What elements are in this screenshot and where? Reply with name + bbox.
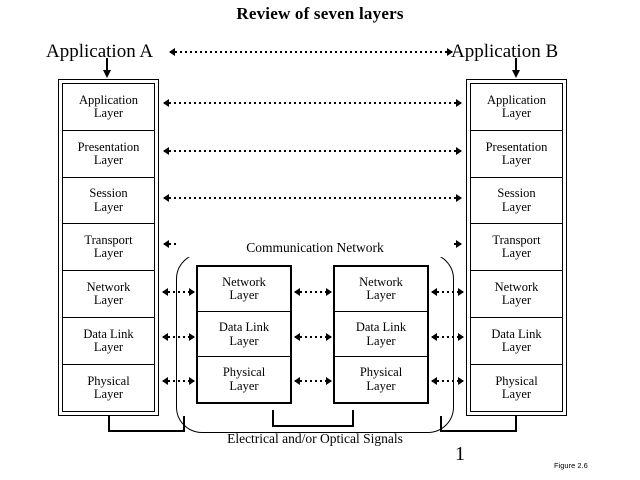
physical-link-right (440, 416, 517, 432)
layer-title-line2: Layer (229, 378, 259, 393)
layer-title-line2: Layer (501, 293, 532, 308)
layer-title-line1: Transport (84, 233, 133, 248)
entry-arrow-right (511, 58, 520, 78)
node2-layer-box-datalink: Data Link Layer (334, 311, 428, 358)
layer-box-application-left: Application Layer (62, 83, 155, 132)
peer-arrow-session (163, 194, 462, 202)
layer-title-line1: Network (494, 280, 539, 295)
hop-arrow-network-left (162, 288, 195, 296)
peer-arrow-application (163, 99, 462, 107)
layer-box-physical-right: Physical Layer (470, 363, 563, 412)
layer-list-right: Application Layer Presentation Layer Ses… (470, 83, 563, 412)
layer-list-left: Application Layer Presentation Layer Ses… (62, 83, 155, 412)
electrical-optical-signals-label: Electrical and/or Optical Signals (227, 431, 403, 446)
layer-title-line2: Layer (501, 386, 532, 401)
layer-title-line2: Layer (93, 293, 124, 308)
hop-arrow-physical-left (162, 377, 195, 385)
layer-title-line2: Layer (93, 199, 124, 214)
hop-arrow-physical-right (431, 377, 464, 385)
hop-arrow-network-right (431, 288, 464, 296)
layer-title-line1: Physical (222, 365, 266, 380)
layer-box-physical-left: Physical Layer (62, 363, 155, 412)
layer-title-line2: Layer (366, 333, 396, 348)
layer-box-network-left: Network Layer (62, 270, 155, 319)
layer-title-line1: Network (359, 275, 403, 290)
layer-title-line1: Network (86, 280, 131, 295)
layer-title-line1: Session (89, 186, 128, 201)
layer-title-line2: Layer (93, 152, 124, 167)
layer-box-transport-right: Transport Layer (470, 223, 563, 272)
node1-layer-box-datalink: Data Link Layer (197, 311, 291, 358)
page-number: 1 (455, 443, 465, 465)
node1-layer-box-network: Network Layer (197, 266, 291, 313)
application-a-label: Application A (46, 41, 154, 62)
figure-caption: Figure 2.6 (554, 461, 588, 470)
layer-box-datalink-left: Data Link Layer (62, 316, 155, 366)
physical-link-middle (272, 410, 354, 427)
layer-title-line1: Data Link (355, 320, 407, 335)
layer-title-line2: Layer (93, 106, 124, 121)
layer-box-application-right: Application Layer (470, 83, 563, 132)
application-b-label: Application B (451, 41, 559, 62)
layer-title-line1: Presentation (77, 139, 140, 154)
hop-arrow-network-middle (294, 288, 332, 296)
layer-title-line2: Layer (366, 288, 396, 303)
layer-box-presentation-left: Presentation Layer (62, 129, 155, 178)
layer-title-line1: Session (497, 186, 536, 201)
layer-title-line1: Transport (492, 233, 541, 248)
layer-title-line1: Physical (359, 365, 403, 380)
peer-arrow-applications (169, 48, 453, 56)
layer-box-presentation-right: Presentation Layer (470, 129, 563, 178)
entry-arrow-left (102, 58, 111, 78)
host-stack-left: Application Layer Presentation Layer Ses… (58, 79, 159, 416)
node1-layer-box-physical: Physical Layer (197, 356, 291, 403)
layer-title-line2: Layer (501, 199, 532, 214)
layer-title-line2: Layer (93, 340, 124, 355)
layer-title-line1: Application (78, 92, 138, 107)
layer-title-line2: Layer (501, 340, 532, 355)
layer-title-line2: Layer (93, 386, 124, 401)
layer-box-transport-left: Transport Layer (62, 223, 155, 272)
communication-network-label: Communication Network (176, 240, 454, 257)
node2-layer-box-physical: Physical Layer (334, 356, 428, 403)
layer-title-line1: Data Link (491, 326, 542, 341)
hop-arrow-physical-middle (294, 377, 332, 385)
layer-title-line1: Physical (87, 373, 130, 388)
hop-arrow-datalink-middle (294, 333, 332, 341)
layer-title-line1: Data Link (218, 320, 270, 335)
layer-box-datalink-right: Data Link Layer (470, 316, 563, 366)
layer-title-line2: Layer (501, 106, 532, 121)
hop-arrow-datalink-left (162, 333, 195, 341)
peer-arrow-presentation (163, 147, 462, 155)
host-stack-right: Application Layer Presentation Layer Ses… (466, 79, 567, 416)
layer-title-line2: Layer (366, 378, 396, 393)
layer-title-line1: Data Link (83, 326, 134, 341)
layer-title-line1: Network (222, 275, 266, 290)
physical-link-left (108, 416, 185, 432)
layer-box-session-right: Session Layer (470, 176, 563, 225)
network-node-stack-1: Network Layer Data Link Layer Physical L… (196, 265, 292, 404)
layer-title-line1: Presentation (485, 139, 548, 154)
layer-title-line2: Layer (93, 246, 124, 261)
page-title: Review of seven layers (236, 4, 404, 23)
layer-title-line2: Layer (501, 246, 532, 261)
layer-title-line2: Layer (501, 152, 532, 167)
node2-layer-box-network: Network Layer (334, 266, 428, 313)
layer-title-line1: Application (486, 92, 546, 107)
layer-title-line2: Layer (229, 288, 259, 303)
layer-title-line1: Physical (495, 373, 538, 388)
hop-arrow-datalink-right (431, 333, 464, 341)
layer-box-network-right: Network Layer (470, 270, 563, 319)
layer-box-session-left: Session Layer (62, 176, 155, 225)
network-node-stack-2: Network Layer Data Link Layer Physical L… (333, 265, 429, 404)
layer-title-line2: Layer (229, 333, 259, 348)
